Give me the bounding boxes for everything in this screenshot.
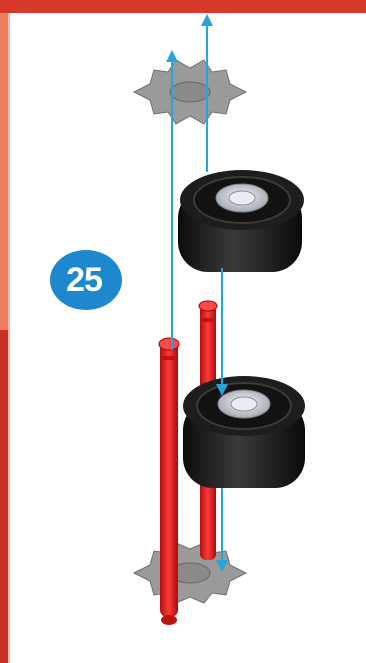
gear-connector-icon xyxy=(134,543,246,603)
red-rod-icon xyxy=(159,338,179,625)
wheel-icon xyxy=(183,376,305,488)
wheel-icon xyxy=(178,170,304,272)
step-number: 25 xyxy=(48,254,120,306)
gear-connector-icon xyxy=(134,60,246,124)
